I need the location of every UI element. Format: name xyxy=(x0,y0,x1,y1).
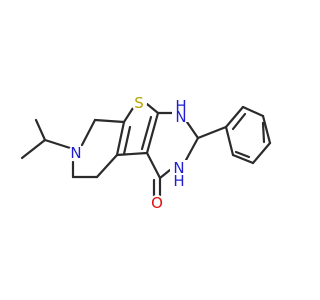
bond-c7a-s xyxy=(122,106,135,124)
oxygen-atom-label: O xyxy=(151,194,163,212)
nh-hydrogen-label-top: H xyxy=(175,97,186,115)
bond-ph-5-6 xyxy=(231,153,255,165)
nh-nitrogen-label-bottom: N xyxy=(173,159,184,177)
bond-ph-3-4 xyxy=(261,114,272,145)
bonds xyxy=(20,102,272,200)
bond-ph-double-c xyxy=(234,150,251,159)
molecule-structure: N S H N N H O xyxy=(20,94,272,212)
bond-ph-6-1 xyxy=(224,125,235,157)
bond-c8a-c4a-double xyxy=(140,115,153,151)
bond-ph-double-b xyxy=(261,121,266,144)
bond-c4-c4a xyxy=(145,151,162,180)
bond-n-ch2-top xyxy=(80,118,97,147)
bond-nh-c4 xyxy=(158,168,172,180)
molecule-canvas: N S H N N H O xyxy=(20,94,272,212)
nitrogen-atom-label: N xyxy=(70,144,81,162)
bond-s-c8a xyxy=(145,102,160,115)
bond-c8a-c4a xyxy=(145,111,160,155)
atom-labels: N S H N N H O xyxy=(68,94,190,212)
bond-ph-double-a xyxy=(231,112,247,131)
bond-c2-nh xyxy=(184,136,200,162)
nh-nitrogen-label-top: N xyxy=(175,108,186,126)
bond-nh-c2 xyxy=(185,120,200,140)
bond-c3a-ch2 xyxy=(95,153,119,179)
bond-c3a-c7a-double xyxy=(122,125,132,156)
bond-isopropyl-methyl-left xyxy=(20,138,47,160)
nh-hydrogen-label-bottom: H xyxy=(173,172,184,190)
bond-ph-2-3 xyxy=(241,105,265,118)
sulfur-atom-label: S xyxy=(134,94,144,112)
bond-isopropyl-ch-n xyxy=(43,138,72,150)
bond-ph-1-2 xyxy=(224,105,245,129)
bond-ch2-c7a xyxy=(93,118,126,124)
bond-c2-phenyl xyxy=(196,125,228,140)
bond-ph-4-5 xyxy=(251,141,272,165)
bond-c4a-c3a xyxy=(115,151,149,157)
bond-c3a-c7a xyxy=(115,120,126,157)
bond-isopropyl-methyl-upper xyxy=(34,118,47,142)
